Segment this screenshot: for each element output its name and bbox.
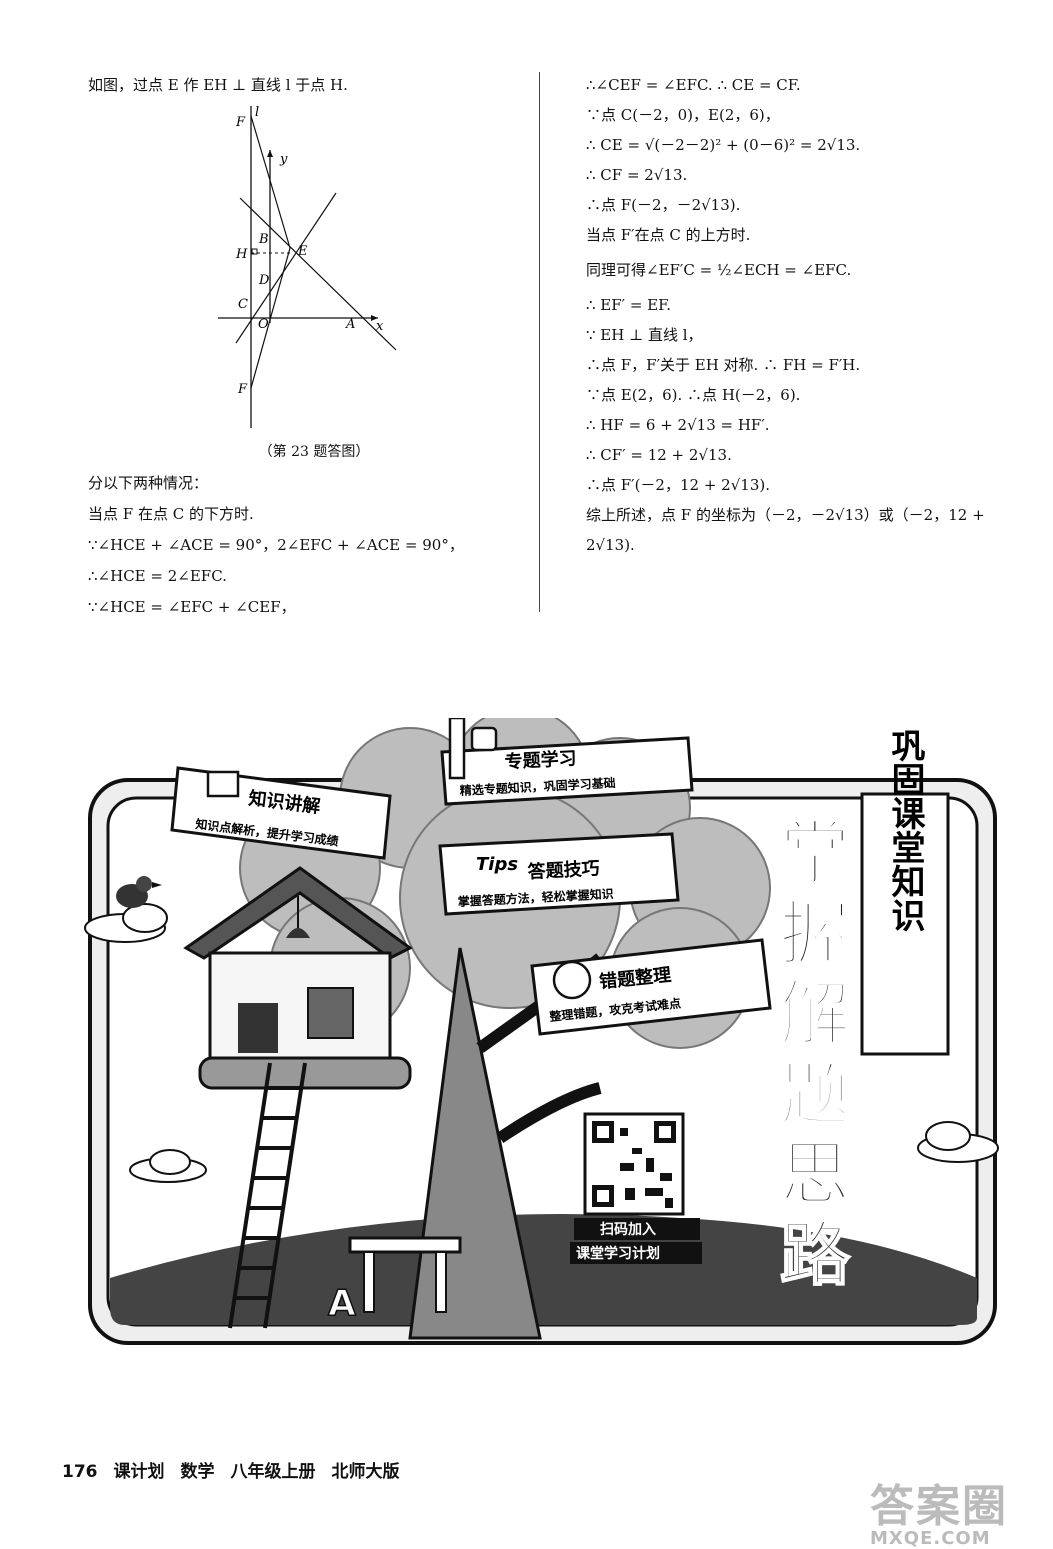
line-ae (239, 197, 397, 351)
qr-label-bar (574, 1218, 700, 1240)
solution-line: ∴点 F′(－2，12 + 2√13). (586, 476, 770, 494)
page-number: 176 (62, 1462, 98, 1482)
solution-line: ∵∠HCE = ∠EFC + ∠CEF， (88, 598, 296, 616)
solution-line: ∴ CF′ = 12 + 2√13. (586, 446, 732, 464)
big-title-char: 解 (780, 973, 850, 1055)
solution-line: 当点 F 在点 C 的下方时. (88, 505, 254, 523)
right-column: ∴∠CEF = ∠EFC. ∴ CE = CF. ∵点 C(－2，0)，E(2，… (586, 70, 1026, 560)
treehouse (183, 866, 413, 1090)
card-tips[interactable]: Tips 答题技巧 掌握答题方法，轻松掌握知识 (438, 832, 680, 916)
line-fe-bottom (250, 247, 291, 389)
label-f-prime: F (235, 115, 246, 130)
column-divider (539, 72, 540, 612)
qr-label-1: 扫码加入 (600, 1222, 656, 1238)
solution-line: ∴ EF′ = EF. (586, 296, 671, 314)
card-mistakes[interactable]: 错题整理 整理错题，攻克考试难点 (530, 938, 772, 1036)
label-c: C (238, 297, 248, 312)
left-solution-lines: 分以下两种情况： 当点 F 在点 C 的下方时. ∵∠HCE + ∠ACE = … (88, 468, 464, 623)
intro-line: 如图，过点 E 作 EH ⊥ 直线 l 于点 H. (88, 76, 348, 94)
qr-label-bar (570, 1242, 702, 1264)
tree-branch (496, 1082, 602, 1143)
label-f: F (237, 382, 248, 397)
speech-bubble-icon (470, 726, 498, 752)
promo-poster: A 知识讲解 知识点解析，提升学习成绩 专题学习 精选专题知识，巩固学习基础 T… (84, 718, 999, 1345)
y-axis-arrow (267, 150, 273, 157)
big-title-char: 掌 (780, 813, 850, 895)
solution-line: 2√13). (586, 536, 635, 554)
label-b: B (258, 232, 269, 247)
label-o: O (258, 317, 269, 332)
card-title: 专题学习 (504, 747, 577, 773)
label-d: D (258, 273, 270, 288)
big-title-char: 思 (780, 1133, 850, 1215)
geometry-figure: F l y B H E D C O A x F (218, 105, 397, 428)
right-angle-mark (251, 248, 258, 255)
bench (348, 1236, 462, 1254)
subject: 数学 (180, 1462, 215, 1482)
solution-line: ∴∠CEF = ∠EFC. ∴ CE = CF. (586, 76, 801, 94)
solution-line: ∴点 F(－2，－2√13). (586, 196, 741, 214)
qr-label-2: 课堂学习计划 (576, 1245, 660, 1262)
left-column: 如图，过点 E 作 EH ⊥ 直线 l 于点 H. (88, 70, 528, 100)
big-title-char: 路 (780, 1213, 851, 1295)
solution-line: ∴ HF = 6 + 2√13 = HF′. (586, 416, 770, 434)
solution-line: ∵点 E(2，6). ∴点 H(－2，6). (586, 386, 801, 404)
solution-line: 当点 F′在点 C 的上方时. (586, 226, 751, 244)
side-banner (860, 792, 950, 1056)
solution-line: 综上所述，点 F 的坐标为（－2，－2√13）或（－2，12 + (586, 506, 985, 524)
qr-code[interactable] (583, 1112, 685, 1216)
line-fe-top (250, 115, 291, 249)
small-cloud-right (917, 1121, 999, 1163)
bird-icon (116, 876, 162, 908)
solution-line: ∴ CF = 2√13. (586, 166, 688, 184)
grade: 八年级上册 (230, 1462, 316, 1482)
solution-line: ∴点 F，F′关于 EH 对称. ∴ FH = F′H. (586, 356, 861, 374)
card-topic[interactable]: 专题学习 精选专题知识，巩固学习基础 (440, 718, 694, 806)
solution-line: ∵点 C(－2，0)，E(2，6)， (586, 106, 780, 124)
user-shield-icon (552, 960, 592, 1000)
tips-icon: Tips (476, 854, 518, 875)
card-title: 答题技巧 (527, 857, 600, 883)
solution-line: 分以下两种情况： (88, 474, 209, 492)
chat-icon (206, 770, 240, 798)
edition: 北师大版 (331, 1462, 400, 1482)
label-e: E (297, 244, 308, 259)
side-banner-text: 巩固课堂知识 (885, 728, 925, 932)
page-footer: 176 课计划数学八年级上册北师大版 (62, 1457, 416, 1482)
big-title-char: 握 (780, 893, 850, 975)
solution-line: ∴∠HCE = 2∠EFC. (88, 567, 227, 585)
figure-caption: （第 23 题答图） (258, 444, 370, 460)
solution-line: 同理可得∠EF′C = ½∠ECH = ∠EFC. (586, 261, 852, 279)
hill (110, 1214, 977, 1325)
label-y: y (279, 152, 288, 167)
watermark: 答案圈 MXQE.COM (870, 1470, 1008, 1549)
book-title: 课计划 (113, 1462, 165, 1482)
line-ce (235, 192, 337, 344)
solution-line: ∵ EH ⊥ 直线 l， (586, 326, 703, 344)
solution-line: ∵∠HCE + ∠ACE = 90°，2∠EFC + ∠ACE = 90°， (88, 536, 464, 554)
solution-line: ∴ CE = √(－2－2)² + (0－6)² = 2√13. (586, 136, 861, 154)
letter-a: A (328, 1283, 356, 1324)
label-a: A (345, 317, 355, 332)
small-cloud-left (84, 903, 168, 943)
x-axis-arrow (371, 315, 378, 321)
label-x: x (376, 319, 384, 334)
big-title-char: 题 (780, 1053, 850, 1135)
big-title: 掌 握 解 题 思 路 (779, 812, 852, 1296)
watermark-url: MXQE.COM (870, 1528, 991, 1549)
ladder (228, 1062, 307, 1329)
small-cloud-mid (129, 1149, 207, 1183)
label-h: H (235, 247, 248, 262)
watermark-logo: 答案圈 (870, 1481, 1008, 1532)
label-l: l (255, 105, 259, 120)
pencil-icon (448, 718, 466, 780)
